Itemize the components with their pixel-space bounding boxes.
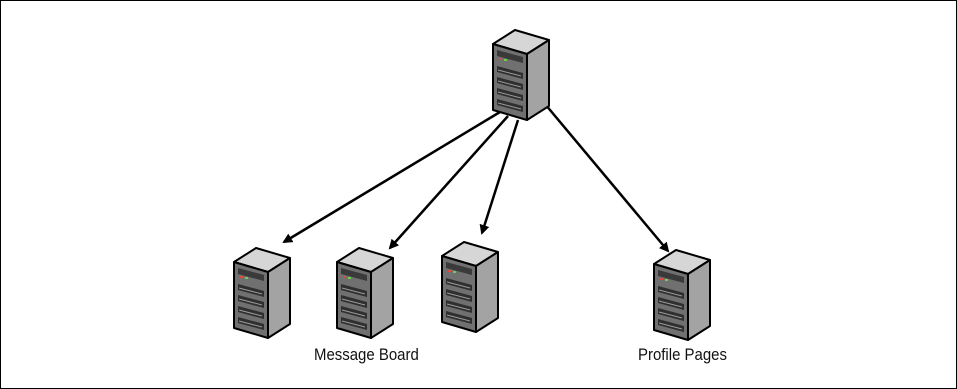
server-icon: [653, 249, 711, 341]
server-icon: [336, 247, 394, 339]
server-icon: [492, 29, 550, 121]
server-icon: [441, 241, 499, 333]
edge-root-to-server-2: [388, 115, 509, 250]
edge-root-to-server-3: [479, 119, 520, 235]
profile-pages-label: Profile Pages: [638, 345, 727, 364]
edge-root-to-server-1: [282, 110, 501, 244]
message-board-label: Message Board: [314, 345, 419, 364]
server-icon: [233, 247, 291, 339]
edge-root-to-server-4: [544, 103, 670, 253]
